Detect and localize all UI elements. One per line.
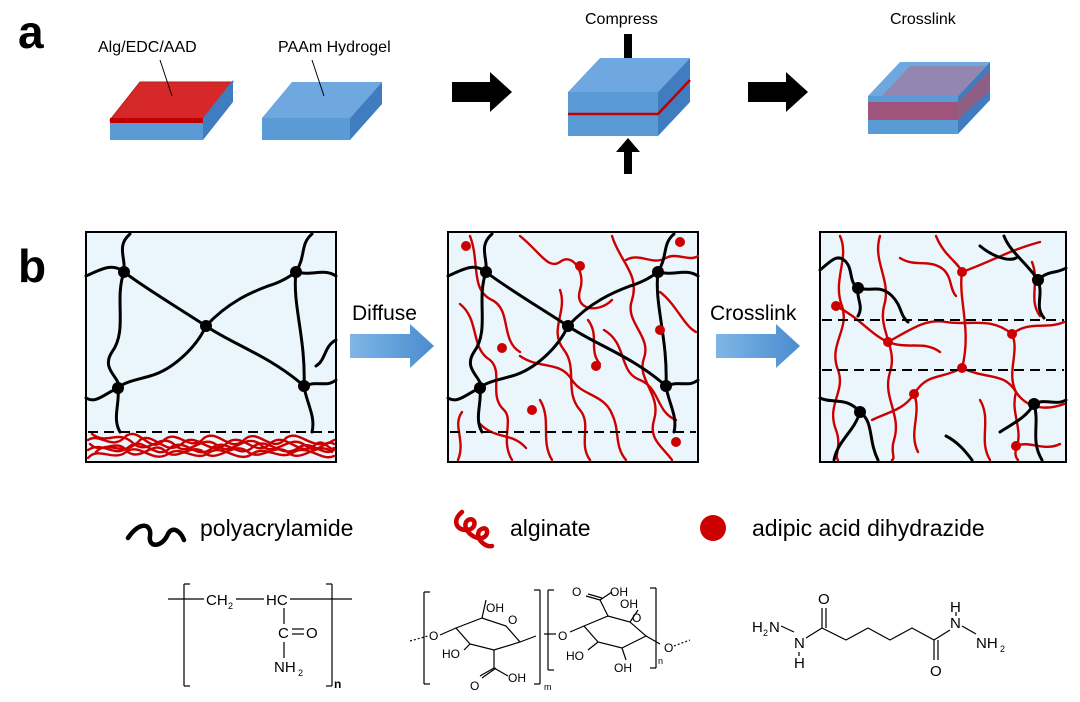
alg-ho-2: HO — [566, 649, 584, 663]
paam-ch2: CH — [206, 592, 228, 609]
aad-h2n-sub: 2 — [763, 628, 768, 638]
polyacrylamide-swatch-icon — [125, 523, 187, 547]
structure-alginate: O OH O HO O OH m O O OH O OH — [409, 585, 691, 693]
paam-o: O — [306, 625, 318, 642]
network-initial — [84, 231, 338, 463]
pointer-paam — [311, 59, 325, 97]
structure-polyacrylamide: CH 2 HC C O NH 2 n — [168, 583, 352, 691]
label-crosslink-a: Crosslink — [890, 11, 957, 28]
dense-alginate-layer — [86, 432, 336, 460]
paam-nh2: NH — [274, 659, 296, 676]
paam-hc: HC — [266, 592, 288, 609]
aad-o-1: O — [818, 591, 830, 608]
alg-ho-1: HO — [442, 647, 460, 661]
label-compress: Compress — [585, 11, 658, 28]
paam-ch2-sub: 2 — [228, 601, 233, 611]
arrow-step-1-icon — [452, 72, 512, 112]
paam-c: C — [278, 625, 289, 642]
aad-n-2: N — [794, 635, 805, 652]
legend-alginate-label: alginate — [510, 515, 591, 541]
aad-h2n-h: H — [752, 619, 763, 636]
structure-aad: H 2 N N H O O N H NH 2 — [752, 591, 1005, 680]
crosslinked-stack — [868, 62, 990, 134]
aad-h-2: H — [950, 599, 961, 616]
alg-oh-acid1: OH — [508, 671, 526, 685]
label-diffuse: Diffuse — [352, 302, 417, 325]
alg-o-ring2: O — [632, 611, 641, 625]
arrow-step-2-icon — [748, 72, 808, 112]
alg-o-acid2: O — [572, 585, 581, 599]
alg-slab — [108, 80, 235, 140]
label-crosslink-b: Crosslink — [710, 302, 797, 325]
pointer-alg — [159, 59, 173, 97]
compress-arrow-bottom-icon — [616, 138, 640, 174]
alg-oh-1: OH — [486, 601, 504, 615]
alg-o-ring1: O — [508, 613, 517, 627]
aad-h-1: H — [794, 655, 805, 672]
aad-swatch-icon — [700, 515, 726, 541]
alg-o-2: O — [558, 629, 567, 643]
aad-n-1: N — [769, 619, 780, 636]
alg-o-3: O — [664, 641, 673, 655]
legend-aad: adipic acid dihydrazide — [700, 515, 985, 541]
alg-oh-3: OH — [614, 661, 632, 675]
legend-polyacrylamide-label: polyacrylamide — [200, 515, 353, 541]
crosslink-arrow-icon — [716, 324, 800, 368]
label-paam: PAAm Hydrogel — [278, 39, 391, 56]
network-crosslinked — [818, 231, 1068, 463]
alg-oh-2: OH — [620, 597, 638, 611]
aad-nh2-sub: 2 — [1000, 644, 1005, 654]
paam-n: n — [334, 677, 341, 691]
alginate-swatch-icon — [453, 509, 495, 549]
paam-slab — [262, 82, 382, 140]
aad-o-2: O — [930, 663, 942, 680]
diffuse-arrow-icon — [350, 324, 434, 368]
legend-polyacrylamide: polyacrylamide — [125, 515, 353, 547]
alg-oh-acid2: OH — [610, 585, 628, 599]
alg-o-1: O — [429, 629, 438, 643]
label-alg: Alg/EDC/AAD — [98, 39, 197, 56]
compressed-stack — [568, 58, 691, 136]
legend-alginate: alginate — [453, 509, 591, 549]
panel-a-letter: a — [18, 6, 44, 58]
alg-o-acid1: O — [470, 679, 479, 693]
legend-aad-label: adipic acid dihydrazide — [752, 515, 985, 541]
alg-n: n — [658, 656, 663, 666]
aad-n-3: N — [950, 615, 961, 632]
aad-nh2: NH — [976, 635, 998, 652]
paam-nh2-sub: 2 — [298, 668, 303, 678]
alg-m: m — [544, 682, 552, 692]
network-diffused — [446, 231, 700, 463]
panel-b-letter: b — [18, 240, 46, 292]
